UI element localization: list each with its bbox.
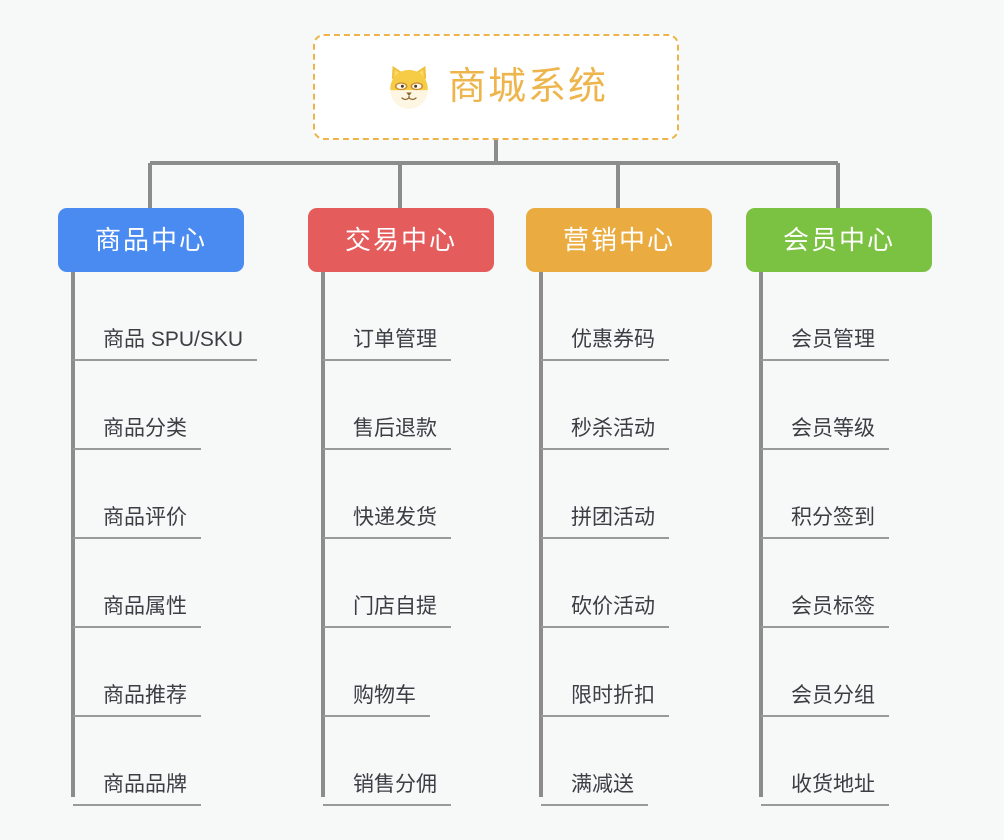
leaf-column-1: 商品 SPU/SKU 商品分类商品评价商品属性商品推荐商品品牌 [73,272,258,806]
leaf-column-4: 会员管理会员等级积分签到会员标签会员分组收货地址 [761,272,889,806]
leaf-label: 购物车 [323,685,430,717]
leaf-item[interactable]: 秒杀活动 [541,361,669,450]
leaf-label: 商品分类 [73,418,201,450]
leaf-item[interactable]: 商品属性 [73,539,257,628]
leaf-item[interactable]: 会员分组 [761,628,889,717]
category-box-2[interactable]: 交易中心 [308,208,494,272]
leaf-item[interactable]: 售后退款 [323,361,451,450]
leaf-label: 会员管理 [761,329,889,361]
leaf-label: 会员标签 [761,596,889,628]
leaf-label: 商品推荐 [73,685,201,717]
category-box-1[interactable]: 商品中心 [58,208,244,272]
leaf-item[interactable]: 会员标签 [761,539,889,628]
leaf-label: 拼团活动 [541,507,669,539]
leaf-label: 售后退款 [323,418,451,450]
leaf-label: 商品属性 [73,596,201,628]
category-label: 会员中心 [782,225,895,255]
category-label: 营销中心 [562,225,675,255]
category-box-4[interactable]: 会员中心 [746,208,932,272]
leaf-label: 订单管理 [323,329,451,361]
root-node[interactable]: 商城系统 [313,34,679,140]
leaf-label: 秒杀活动 [541,418,669,450]
category-box-3[interactable]: 营销中心 [526,208,712,272]
leaf-item[interactable]: 满减送 [541,717,669,806]
leaf-label: 门店自提 [323,596,451,628]
leaf-label: 收货地址 [761,774,889,806]
leaf-item[interactable]: 积分签到 [761,450,889,539]
leaf-label: 会员分组 [761,685,889,717]
leaf-column-3: 优惠券码秒杀活动拼团活动砍价活动限时折扣满减送 [541,272,669,806]
leaf-item[interactable]: 商品推荐 [73,628,257,717]
leaf-label: 砍价活动 [541,596,669,628]
leaf-item[interactable]: 购物车 [323,628,451,717]
leaf-item[interactable]: 快递发货 [323,450,451,539]
leaf-item[interactable]: 商品 SPU/SKU [73,272,258,361]
leaf-item[interactable]: 拼团活动 [541,450,669,539]
leaf-label: 限时折扣 [541,685,669,717]
leaf-label: 快递发货 [323,507,451,539]
leaf-label: 商品品牌 [73,774,201,806]
leaf-item[interactable]: 砍价活动 [541,539,669,628]
shiba-inu-dog-icon [384,62,434,112]
leaf-item[interactable]: 商品评价 [73,450,257,539]
leaf-item[interactable]: 商品分类 [73,361,257,450]
leaf-item[interactable]: 会员管理 [761,272,889,361]
leaf-label: 会员等级 [761,418,889,450]
leaf-item[interactable]: 收货地址 [761,717,889,806]
leaf-label: 商品 SPU/SKU [73,329,258,361]
category-label: 商品中心 [94,225,207,255]
leaf-label: 满减送 [541,774,648,806]
leaf-item[interactable]: 限时折扣 [541,628,669,717]
leaf-item[interactable]: 商品品牌 [73,717,257,806]
leaf-column-2: 订单管理售后退款快递发货门店自提购物车销售分佣 [323,272,451,806]
leaf-item[interactable]: 会员等级 [761,361,889,450]
leaf-label: 优惠券码 [541,329,669,361]
leaf-item[interactable]: 订单管理 [323,272,451,361]
category-label: 交易中心 [344,225,457,255]
leaf-label: 积分签到 [761,507,889,539]
leaf-item[interactable]: 优惠券码 [541,272,669,361]
leaf-label: 商品评价 [73,507,201,539]
leaf-label: 销售分佣 [323,774,451,806]
leaf-item[interactable]: 销售分佣 [323,717,451,806]
leaf-item[interactable]: 门店自提 [323,539,451,628]
root-title: 商城系统 [447,66,608,108]
